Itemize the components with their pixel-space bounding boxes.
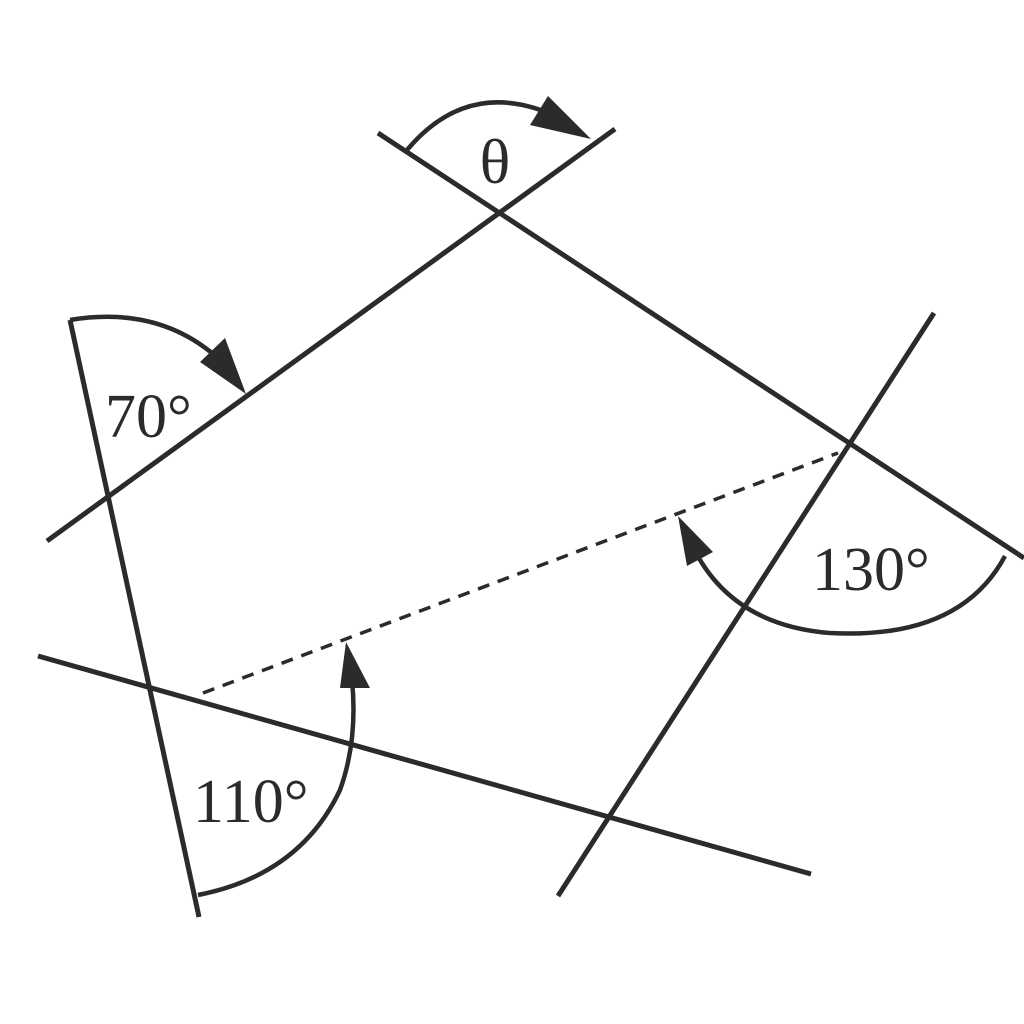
angle-130-label: 130° bbox=[812, 536, 930, 604]
theta-angle-arc: θ bbox=[405, 96, 591, 197]
arrowhead-icon bbox=[530, 96, 591, 139]
angle-110-label: 110° bbox=[193, 768, 309, 836]
theta-label: θ bbox=[480, 126, 511, 197]
line-top-right bbox=[376, 130, 1024, 561]
dashed-reference-line bbox=[202, 451, 839, 695]
arrowhead-icon bbox=[340, 642, 370, 688]
angle-130-arc: 130° bbox=[678, 516, 1007, 636]
angle-70-label: 70° bbox=[105, 383, 192, 451]
arrowhead-icon bbox=[200, 338, 246, 394]
angle-110-arc: 110° bbox=[193, 642, 370, 898]
line-upper-left bbox=[45, 126, 617, 544]
arrowhead-icon bbox=[678, 516, 713, 566]
line-left-steep bbox=[67, 319, 202, 918]
line-bottom bbox=[37, 653, 812, 877]
angle-70-arc: 70° bbox=[69, 314, 246, 451]
line-right-steep bbox=[555, 311, 937, 898]
